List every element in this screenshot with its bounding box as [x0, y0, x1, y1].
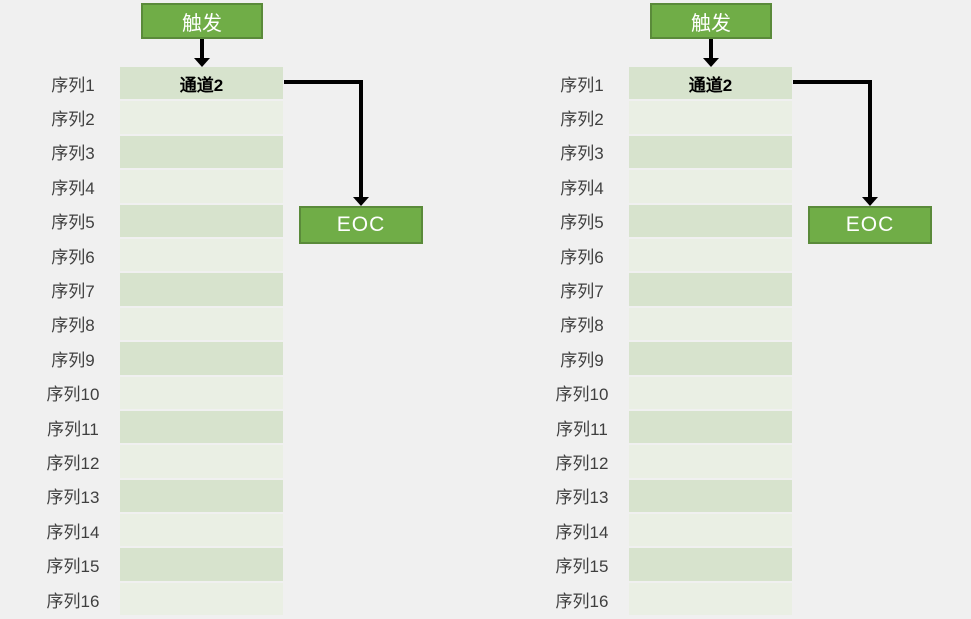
trigger-box: 触发	[141, 3, 263, 39]
sequence-row-6	[629, 238, 792, 272]
eoc-arrow-head-icon	[353, 197, 369, 206]
channel-label: 通道2	[688, 75, 733, 95]
sequence-label: 序列11	[47, 419, 99, 439]
sequence-row-7	[629, 273, 792, 306]
sequence-label: 序列16	[555, 591, 609, 611]
sequence-row-4	[120, 170, 283, 203]
eoc-arrow-vertical-stem	[868, 80, 872, 197]
sequence-label: 序列1	[560, 75, 604, 95]
sequence-row-16	[120, 582, 283, 616]
eoc-box: EOC	[299, 206, 423, 244]
sequence-row-12	[120, 445, 283, 478]
eoc-arrow-vertical-stem	[359, 80, 363, 197]
sequence-label: 序列6	[560, 247, 604, 267]
sequence-row-10	[629, 376, 792, 409]
sequence-row-5	[629, 204, 792, 237]
trigger-arrow-stem	[709, 39, 713, 58]
sequence-row-15	[120, 548, 283, 581]
eoc-arrow-head-icon	[862, 197, 878, 206]
sequence-row-10	[120, 376, 283, 409]
sequence-label: 序列6	[51, 247, 95, 267]
sequence-label: 序列16	[46, 591, 100, 611]
trigger-label: 触发	[182, 12, 222, 35]
sequence-label: 序列15	[46, 557, 100, 577]
sequence-row-8	[629, 307, 792, 341]
sequence-label: 序列1	[51, 75, 95, 95]
sequence-row-7	[120, 273, 283, 306]
sequence-row-8	[120, 307, 283, 341]
eoc-arrow-horizontal-stem	[793, 80, 872, 84]
sequence-rows: 通道2	[629, 67, 792, 617]
sequence-label: 序列9	[51, 350, 95, 370]
sequence-label: 序列7	[51, 282, 95, 302]
sequence-row-6	[120, 238, 283, 272]
sequence-label: 序列5	[51, 213, 95, 233]
sequence-row-15	[629, 548, 792, 581]
sequence-label: 序列10	[46, 385, 100, 405]
eoc-box: EOC	[808, 206, 932, 244]
sequence-row-13	[120, 479, 283, 513]
sequence-row-1: 通道2	[629, 67, 792, 100]
sequence-row-3	[629, 135, 792, 169]
sequence-row-14	[120, 514, 283, 547]
eoc-label: EOC	[845, 213, 895, 236]
sequence-row-11	[629, 410, 792, 444]
sequence-label: 序列12	[555, 453, 609, 473]
trigger-label: 触发	[691, 12, 731, 35]
sequence-labels: 序列1 序列2 序列3 序列4 序列5 序列6 序列7 序列8 序列9 序列10…	[530, 67, 634, 617]
sequence-label: 序列11	[556, 419, 608, 439]
sequence-labels: 序列1 序列2 序列3 序列4 序列5 序列6 序列7 序列8 序列9 序列10…	[21, 67, 125, 617]
trigger-box: 触发	[650, 3, 772, 39]
sequence-row-9	[120, 342, 283, 375]
sequence-diagram-left: 触发 序列1 序列2 序列3 序列4 序列5 序列6 序列7 序列8 序列9 序…	[0, 0, 462, 619]
eoc-arrow-horizontal-stem	[284, 80, 363, 84]
sequence-label: 序列9	[560, 350, 604, 370]
sequence-label: 序列7	[560, 282, 604, 302]
sequence-label: 序列8	[560, 316, 604, 336]
trigger-arrow-head-icon	[703, 58, 719, 67]
sequence-label: 序列3	[51, 144, 95, 164]
sequence-row-2	[120, 101, 283, 134]
sequence-row-11	[120, 410, 283, 444]
sequence-row-16	[629, 582, 792, 616]
sequence-row-9	[629, 342, 792, 375]
eoc-label: EOC	[336, 213, 386, 236]
sequence-label: 序列2	[560, 110, 604, 130]
sequence-row-2	[629, 101, 792, 134]
sequence-label: 序列4	[51, 178, 95, 198]
sequence-label: 序列13	[555, 488, 609, 508]
sequence-label: 序列2	[51, 110, 95, 130]
sequence-label: 序列10	[555, 385, 609, 405]
sequence-row-5	[120, 204, 283, 237]
sequence-row-12	[629, 445, 792, 478]
sequence-row-1: 通道2	[120, 67, 283, 100]
sequence-label: 序列13	[46, 488, 100, 508]
sequence-row-3	[120, 135, 283, 169]
sequence-label: 序列4	[560, 178, 604, 198]
trigger-arrow-stem	[200, 39, 204, 58]
sequence-label: 序列12	[46, 453, 100, 473]
sequence-label: 序列3	[560, 144, 604, 164]
channel-label: 通道2	[179, 75, 224, 95]
sequence-row-14	[629, 514, 792, 547]
sequence-label: 序列5	[560, 213, 604, 233]
sequence-row-13	[629, 479, 792, 513]
sequence-label: 序列14	[46, 522, 100, 542]
sequence-label: 序列14	[555, 522, 609, 542]
sequence-diagram-right: 触发 序列1 序列2 序列3 序列4 序列5 序列6 序列7 序列8 序列9 序…	[509, 0, 971, 619]
sequence-rows: 通道2	[120, 67, 283, 617]
trigger-arrow-head-icon	[194, 58, 210, 67]
sequence-label: 序列8	[51, 316, 95, 336]
sequence-row-4	[629, 170, 792, 203]
sequence-label: 序列15	[555, 557, 609, 577]
